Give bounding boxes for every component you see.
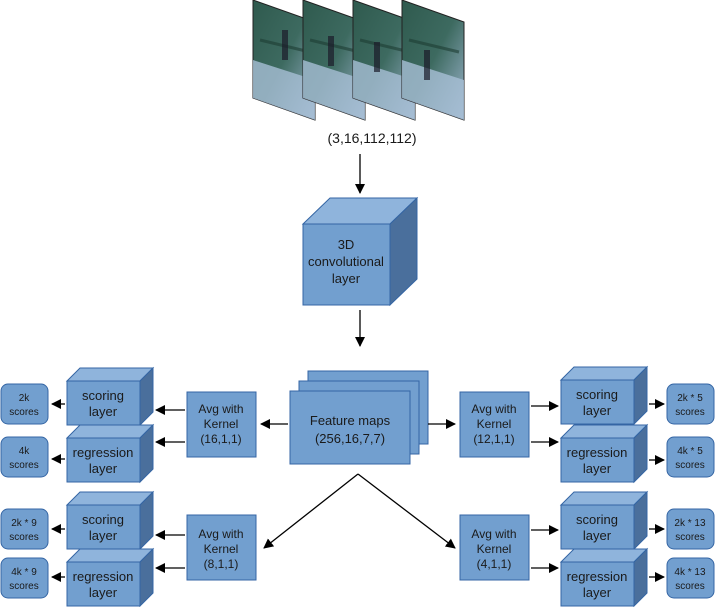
avg-label-line3: (8,1,1)	[204, 557, 239, 571]
output-label-line2: scores	[675, 407, 704, 418]
regression-label-line1: regression	[73, 445, 134, 460]
avg-label-line3: (12,1,1)	[473, 432, 514, 446]
scoring-layer-bottom-right: scoring layer	[559, 490, 649, 551]
avg-label-line1: Avg with	[471, 402, 516, 416]
regression-label-line1: regression	[567, 445, 628, 460]
output-label-line2: scores	[675, 460, 704, 471]
output-label-line2: scores	[9, 407, 38, 418]
avg-label-line2: Kernel	[477, 417, 512, 431]
output-label-line1: 2k * 13	[674, 518, 706, 529]
output-label-line1: 2k * 5	[677, 393, 703, 404]
avg-label-line3: (4,1,1)	[477, 557, 512, 571]
arrow-features-to-avg-bottom-left	[263, 473, 359, 549]
video-frame	[352, 0, 416, 121]
scoring-label-line1: scoring	[576, 387, 618, 402]
arrow-features-to-avg-bottom-right	[357, 473, 456, 549]
regression-layer-bottom-right: regression layer	[559, 547, 649, 607]
regression-layer-top-left: regression layer	[65, 423, 155, 484]
scoring-layer-top-right: scoring layer	[559, 365, 649, 426]
regression-label-line2: layer	[89, 585, 118, 600]
scoring-label-line2: layer	[583, 528, 612, 543]
scoring-layer-top-left: scoring layer	[65, 366, 155, 427]
scoring-label-line1: scoring	[82, 388, 124, 403]
output-label-line1: 4k * 9	[11, 567, 37, 578]
conv-label-line3: layer	[332, 271, 361, 286]
regression-label-line2: layer	[583, 585, 612, 600]
feature-maps-label-line2: (256,16,7,7)	[315, 431, 385, 446]
feature-maps: Feature maps (256,16,7,7)	[289, 370, 429, 465]
video-frame	[302, 0, 366, 121]
regression-label-line2: layer	[89, 461, 118, 476]
output-label-line2: scores	[675, 581, 704, 592]
score-output-bottom-right: 2k * 13 scores	[666, 508, 715, 550]
regression-label-line1: regression	[567, 569, 628, 584]
output-label-line2: scores	[9, 532, 38, 543]
video-frame	[252, 0, 316, 121]
scoring-label-line1: scoring	[576, 512, 618, 527]
avg-label-line1: Avg with	[198, 402, 243, 416]
output-label-line1: 4k * 5	[677, 446, 703, 457]
avg-label-line2: Kernel	[477, 542, 512, 556]
reg-output-top-left: 4k scores	[0, 436, 49, 478]
scoring-label-line2: layer	[89, 404, 118, 419]
avg-label-line2: Kernel	[204, 417, 239, 431]
reg-output-bottom-left: 4k * 9 scores	[0, 557, 49, 599]
scoring-layer-bottom-left: scoring layer	[65, 490, 155, 551]
feature-maps-label-line1: Feature maps	[310, 413, 391, 428]
output-label-line2: scores	[675, 532, 704, 543]
reg-output-top-right: 4k * 5 scores	[666, 436, 715, 478]
avg-label-line1: Avg with	[198, 527, 243, 541]
output-label-line1: 4k * 13	[674, 567, 706, 578]
scoring-label-line1: scoring	[82, 512, 124, 527]
conv3d-layer: 3D convolutional layer	[301, 196, 419, 307]
output-label-line2: scores	[9, 460, 38, 471]
score-output-top-left: 2k scores	[0, 383, 49, 425]
output-label-line2: scores	[9, 581, 38, 592]
avg-pool-top-left: Avg with Kernel (16,1,1)	[186, 391, 257, 458]
regression-label-line2: layer	[583, 461, 612, 476]
avg-label-line2: Kernel	[204, 542, 239, 556]
output-label-line1: 2k	[19, 393, 31, 404]
avg-pool-top-right: Avg with Kernel (12,1,1)	[459, 391, 530, 458]
reg-output-bottom-right: 4k * 13 scores	[666, 557, 715, 599]
output-label-line1: 2k * 9	[11, 518, 37, 529]
output-label-line1: 4k	[19, 446, 31, 457]
scoring-label-line2: layer	[583, 403, 612, 418]
avg-pool-bottom-right: Avg with Kernel (4,1,1)	[459, 514, 530, 581]
score-output-top-right: 2k * 5 scores	[666, 383, 715, 425]
avg-pool-bottom-left: Avg with Kernel (8,1,1)	[186, 514, 257, 581]
conv-label-line1: 3D	[338, 237, 355, 252]
input-frames	[252, 0, 465, 121]
conv-label-line2: convolutional	[308, 254, 384, 269]
avg-label-line1: Avg with	[471, 527, 516, 541]
input-shape-label: (3,16,112,112)	[328, 130, 417, 146]
regression-layer-bottom-left: regression layer	[65, 547, 155, 607]
avg-label-line3: (16,1,1)	[200, 432, 241, 446]
scoring-label-line2: layer	[89, 528, 118, 543]
regression-label-line1: regression	[73, 569, 134, 584]
video-frame	[401, 0, 465, 121]
score-output-bottom-left: 2k * 9 scores	[0, 508, 49, 550]
regression-layer-top-right: regression layer	[559, 423, 649, 484]
